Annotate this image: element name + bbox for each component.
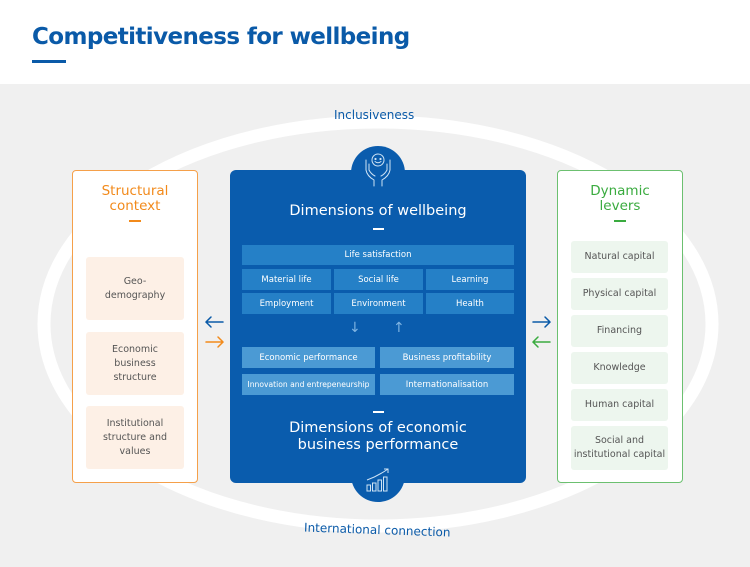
dynamic-levers-dash bbox=[614, 220, 626, 222]
ring-ellipse bbox=[37, 115, 719, 533]
hands-holding-smiley-icon bbox=[365, 153, 391, 187]
economic-cell: Business profitability bbox=[380, 347, 514, 368]
lever-item: Natural capital bbox=[571, 241, 668, 273]
lever-item: Financing bbox=[571, 315, 668, 347]
economic-dash bbox=[373, 411, 384, 413]
center-panel: Dimensions of wellbeing Life satisfactio… bbox=[230, 170, 526, 483]
arrow-left-icon bbox=[204, 316, 224, 328]
arrow-up-icon: ↑ bbox=[393, 320, 405, 336]
structural-context-panel: Structural context Geo-demography Econom… bbox=[72, 170, 198, 483]
structural-context-dash bbox=[129, 220, 141, 222]
economic-title: Dimensions of economic business performa… bbox=[289, 420, 467, 453]
wellbeing-cell: Social life bbox=[334, 269, 423, 290]
economic-cell: Economic performance bbox=[242, 347, 375, 368]
arrow-right-icon bbox=[205, 336, 225, 348]
page-title: Competitiveness for wellbeing bbox=[32, 24, 410, 50]
economic-cell: Innovation and entrepeneurship bbox=[242, 374, 375, 395]
wellbeing-cell: Employment bbox=[242, 293, 331, 314]
lever-item: Knowledge bbox=[571, 352, 668, 384]
arrow-left-icon bbox=[531, 336, 551, 348]
lever-item: Human capital bbox=[571, 389, 668, 421]
inclusiveness-label: Inclusiveness bbox=[334, 108, 415, 122]
wellbeing-cell: Learning bbox=[426, 269, 514, 290]
wellbeing-life-satisfaction: Life satisfaction bbox=[242, 245, 514, 265]
arrow-down-icon: ↓ bbox=[349, 320, 361, 336]
wellbeing-cell: Health bbox=[426, 293, 514, 314]
structural-item-geo-demography: Geo-demography bbox=[86, 257, 184, 320]
rising-bar-chart-icon bbox=[366, 468, 389, 492]
right-exchange-arrows bbox=[531, 316, 552, 348]
wellbeing-cell: Environment bbox=[334, 293, 423, 314]
structural-context-title: Structural context bbox=[101, 183, 169, 214]
dynamic-levers-title: Dynamic levers bbox=[590, 183, 650, 214]
wellbeing-cell: Material life bbox=[242, 269, 331, 290]
title-underline bbox=[32, 60, 66, 63]
wellbeing-title: Dimensions of wellbeing bbox=[289, 203, 467, 219]
economic-cell: Internationalisation bbox=[380, 374, 514, 395]
dynamic-levers-panel: Dynamic levers Natural capital Physical … bbox=[557, 170, 683, 483]
wellbeing-dash bbox=[373, 228, 384, 230]
lever-item: Physical capital bbox=[571, 278, 668, 310]
arrow-right-icon bbox=[532, 316, 552, 328]
left-exchange-arrows bbox=[204, 316, 225, 348]
